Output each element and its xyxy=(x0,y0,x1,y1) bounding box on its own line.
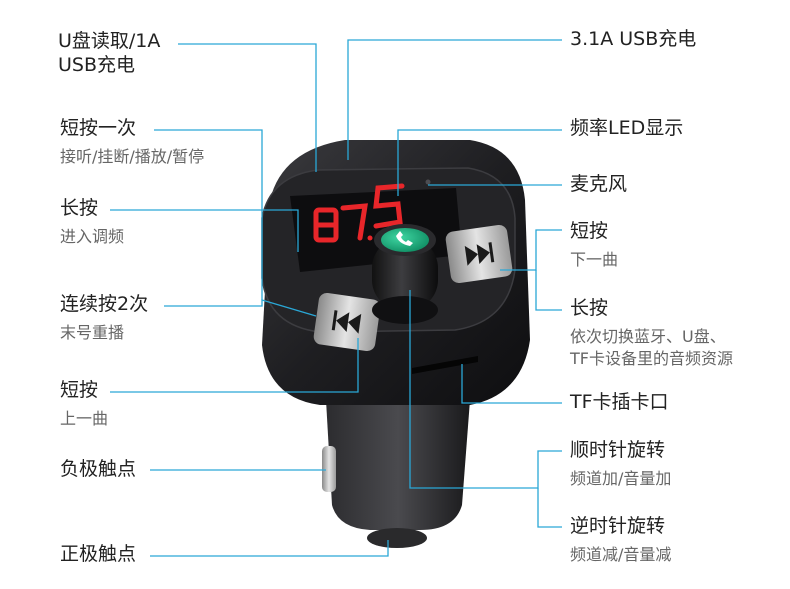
callout-title: 3.1A USB充电 xyxy=(570,28,697,50)
leader-long-press-tune xyxy=(110,209,299,252)
skip-back-icon xyxy=(331,310,362,334)
leader-led-display xyxy=(397,129,562,196)
callout-short-press-next: 短按 下一曲 xyxy=(570,220,618,270)
leader-double-press xyxy=(164,299,317,317)
callout-subtitle: 上一曲 xyxy=(60,408,109,428)
callout-title: 正极触点 xyxy=(60,543,137,565)
callout-subtitle: 末号重播 xyxy=(60,322,125,342)
callout-title: 麦克风 xyxy=(570,173,628,195)
leader-short-press-call xyxy=(154,129,263,300)
callout-short-press-prev: 短按 上一曲 xyxy=(60,379,108,429)
callout-clockwise: 顺时针旋转 频道加/音量加 xyxy=(570,439,671,489)
callout-microphone: 麦克风 xyxy=(570,173,627,197)
microphone-hole xyxy=(425,179,431,185)
callout-short-press-call: 短按一次 接听/挂断/播放/暂停 xyxy=(60,117,204,167)
callout-title: 长按 xyxy=(60,197,99,219)
callout-title: USB充电 xyxy=(58,53,136,76)
callout-title: 负极触点 xyxy=(60,458,137,480)
leader-counter-clockwise xyxy=(537,488,562,528)
leader-long-press-switch xyxy=(535,270,562,311)
leader-usb-charge xyxy=(347,39,562,160)
leader-short-press-next xyxy=(500,229,562,271)
callout-long-press-tune: 长按 进入调频 xyxy=(60,197,124,247)
leader-short-press-prev xyxy=(110,338,359,393)
callout-subtitle: 频道加/音量加 xyxy=(570,468,672,488)
phone-button xyxy=(381,228,429,252)
phone-icon xyxy=(396,231,413,246)
callout-subtitle: TF卡设备里的音频资源 xyxy=(570,348,733,368)
callout-subtitle: 频道减/音量减 xyxy=(570,544,672,564)
callout-tf-slot: TF卡插卡口 xyxy=(570,391,669,415)
callout-subtitle: 接听/挂断/播放/暂停 xyxy=(60,146,205,166)
callout-title: 短按 xyxy=(570,220,609,242)
callout-subtitle: 下一曲 xyxy=(570,249,619,269)
led-digits xyxy=(313,183,405,243)
callout-title: 逆时针旋转 xyxy=(570,515,666,537)
callout-subtitle: 依次切换蓝牙、U盘、 xyxy=(570,326,726,346)
callout-led-display: 频率LED显示 xyxy=(570,117,683,141)
callout-subtitle: 进入调频 xyxy=(60,226,125,246)
tf-card-slot xyxy=(412,356,478,374)
skip-back-button xyxy=(313,292,381,352)
callout-title: 连续按2次 xyxy=(60,293,149,315)
callout-title: 短按一次 xyxy=(60,117,137,139)
callout-double-press: 连续按2次 末号重播 xyxy=(60,293,148,343)
skip-forward-icon xyxy=(464,242,495,266)
callout-title: 长按 xyxy=(570,297,609,319)
leader-lines xyxy=(110,39,562,557)
device-neck xyxy=(326,400,470,530)
leader-tf-slot xyxy=(461,364,562,404)
callout-long-press-switch: 长按 依次切换蓝牙、U盘、 TF卡设备里的音频资源 xyxy=(570,297,733,369)
callout-title: 顺时针旋转 xyxy=(570,439,666,461)
callout-negative-contact: 负极触点 xyxy=(60,458,136,482)
callout-title: U盘读取/1A xyxy=(58,30,161,52)
callout-title: 短按 xyxy=(60,379,99,401)
callout-usb-charge: 3.1A USB充电 xyxy=(570,28,696,52)
callout-positive-contact: 正极触点 xyxy=(60,543,136,567)
positive-contact-metal xyxy=(367,528,427,548)
callout-title: TF卡插卡口 xyxy=(570,391,669,413)
callout-title: 频率LED显示 xyxy=(570,117,684,139)
skip-forward-button xyxy=(445,224,513,284)
negative-contact-metal xyxy=(322,446,336,492)
callout-usb-read: U盘读取/1A USB充电 xyxy=(58,30,160,78)
callout-counter-clockwise: 逆时针旋转 频道减/音量减 xyxy=(570,515,671,565)
leader-positive-contact xyxy=(150,540,389,557)
leader-usb-read xyxy=(178,43,317,172)
control-knob xyxy=(372,224,438,324)
